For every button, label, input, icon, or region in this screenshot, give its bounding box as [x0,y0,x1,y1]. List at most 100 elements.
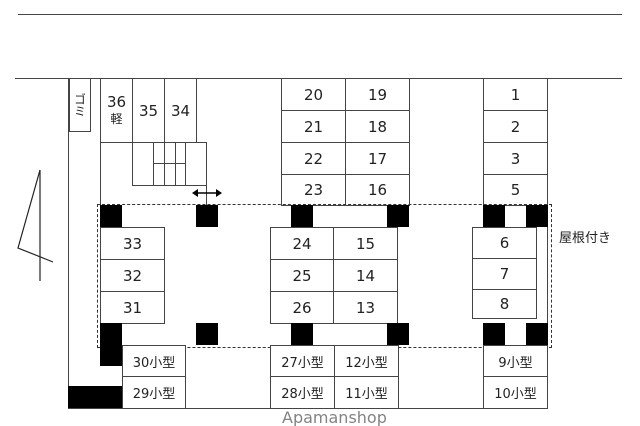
space-number: 17 [367,149,388,168]
parking-space-20[interactable]: 20 [281,78,346,111]
pillar [483,205,505,227]
pillar [196,205,218,227]
parking-space-17[interactable]: 17 [345,142,410,175]
space-number: 14 [355,266,376,285]
garbage-area: ゴミ [69,78,91,132]
pillar [68,386,122,408]
site-boundary-left [68,78,69,408]
space-number: 36 [106,92,127,111]
parking-space-31[interactable]: 31 [100,291,165,324]
space-number: 12小型 [345,355,388,371]
parking-space-36[interactable]: 36 軽 [100,78,133,143]
pillar [196,323,218,345]
wall-line [100,78,101,208]
parking-space-26[interactable]: 26 [270,291,334,324]
parking-space-30[interactable]: 30小型 [122,345,186,377]
parking-space-9[interactable]: 9小型 [483,345,548,377]
parking-space-5[interactable]: 5 [483,174,548,206]
pillar [526,323,548,345]
pillar [387,323,409,345]
pillar [387,205,409,227]
pillar [100,323,122,366]
space-number: 3 [510,149,521,168]
parking-space-28[interactable]: 28小型 [270,376,335,409]
stairs [132,142,207,186]
pillar [291,205,313,227]
stair-line [175,142,176,186]
parking-space-34[interactable]: 34 [164,78,197,143]
watermark: Apamanshop [282,408,387,426]
parking-space-1[interactable]: 1 [483,78,548,111]
space-number: 19 [367,85,388,104]
parking-space-8[interactable]: 8 [472,289,537,319]
parking-space-18[interactable]: 18 [345,110,410,143]
space-number: 5 [510,181,521,199]
pillar [100,205,122,227]
space-number: 7 [499,265,510,283]
stair-line [164,142,165,186]
stair-line [153,163,186,164]
space-number: 13 [355,298,376,317]
parking-space-32[interactable]: 32 [100,259,165,292]
space-number: 27小型 [281,355,324,371]
parking-space-27[interactable]: 27小型 [270,345,335,377]
parking-space-14[interactable]: 14 [333,259,398,292]
parking-space-21[interactable]: 21 [281,110,346,143]
space-number: 10小型 [494,387,537,402]
roofed-label: 屋根付き [559,231,612,246]
parking-space-35[interactable]: 35 [132,78,165,143]
space-number: 9小型 [498,355,533,371]
space-number: 33 [122,234,143,253]
space-number: 31 [122,298,143,317]
space-number: 34 [170,101,191,120]
space-number: 8 [499,295,510,313]
pillar [483,323,505,345]
space-number: 20 [303,85,324,104]
parking-space-23[interactable]: 23 [281,174,346,206]
wall-line [547,227,548,323]
space-number: 11小型 [345,387,388,402]
space-number: 6 [499,234,510,252]
parking-space-3[interactable]: 3 [483,142,548,175]
parking-space-19[interactable]: 19 [345,78,410,111]
parking-space-13[interactable]: 13 [333,291,398,324]
parking-space-11[interactable]: 11小型 [334,376,399,409]
pillar [526,205,548,227]
parking-space-16[interactable]: 16 [345,174,410,206]
space-number: 22 [303,149,324,168]
space-number: 21 [303,117,324,136]
space-number: 2 [510,117,521,136]
space-number: 35 [138,101,159,120]
parking-space-24[interactable]: 24 [270,227,334,260]
space-number: 25 [292,266,312,285]
space-number: 26 [292,298,312,317]
space-number: 32 [122,266,143,285]
parking-space-15[interactable]: 15 [333,227,398,260]
space-number: 28小型 [281,387,324,402]
parking-space-22[interactable]: 22 [281,142,346,175]
space-number: 29小型 [132,387,176,402]
space-number: 24 [292,234,312,253]
space-number: 15 [355,234,376,253]
parking-space-29[interactable]: 29小型 [122,376,186,409]
parking-space-33[interactable]: 33 [100,227,165,260]
double-arrow-icon [192,189,222,197]
parking-space-7[interactable]: 7 [472,258,537,290]
stair-line [185,142,186,186]
garbage-label: ゴミ [72,93,87,117]
parking-space-2[interactable]: 2 [483,110,548,143]
space-note-kei: 軽 [110,111,123,126]
stair-line [153,142,154,186]
space-number: 1 [510,85,521,104]
pillar [291,323,313,345]
parking-space-6[interactable]: 6 [472,227,537,259]
parking-space-12[interactable]: 12小型 [334,345,399,377]
parking-space-25[interactable]: 25 [270,259,334,292]
space-number: 18 [367,117,388,136]
space-number: 23 [303,181,324,199]
road-line-top [18,14,622,15]
north-arrow-icon [17,169,54,281]
space-number: 30小型 [132,355,176,371]
parking-space-10[interactable]: 10小型 [483,376,548,409]
